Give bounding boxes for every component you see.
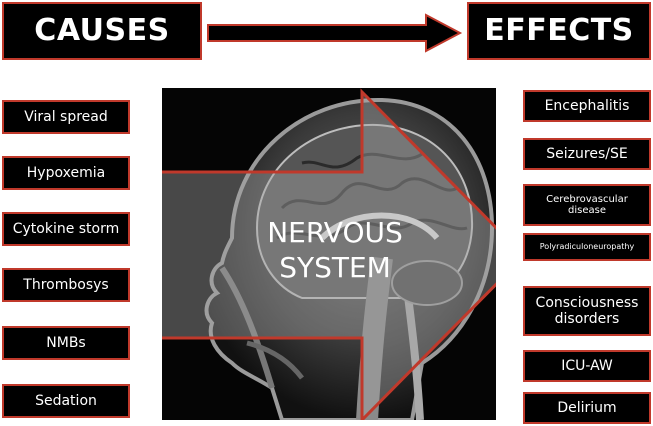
effect-label: ICU-AW: [561, 357, 613, 374]
cause-box: Hypoxemia: [2, 156, 130, 190]
effect-box: Cerebrovascular disease: [523, 184, 651, 226]
effect-label: Delirium: [557, 399, 617, 416]
cause-box: Viral spread: [2, 100, 130, 134]
cause-box: Thrombosys: [2, 268, 130, 302]
cause-label: Hypoxemia: [26, 164, 106, 181]
effect-box: Encephalitis: [523, 90, 651, 122]
cause-label: Cytokine storm: [12, 220, 120, 237]
effect-label: Encephalitis: [544, 97, 630, 114]
nervous-system-arrow: [162, 88, 496, 420]
effect-label: Cerebrovascular disease: [546, 193, 628, 217]
effect-label: Polyradiculoneuropathy: [539, 242, 635, 252]
cause-box: Sedation: [2, 384, 130, 418]
cause-label: NMBs: [46, 334, 86, 351]
cause-box: NMBs: [2, 326, 130, 360]
center-label-line1: NERVOUS: [267, 216, 403, 249]
causes-header-label: CAUSES: [34, 12, 170, 48]
effect-box: Consciousness disorders: [523, 286, 651, 336]
nervous-system-label: NERVOUS SYSTEM: [210, 215, 460, 285]
effect-box: Polyradiculoneuropathy: [523, 233, 651, 261]
effect-box: Delirium: [523, 392, 651, 424]
cause-label: Thrombosys: [23, 276, 109, 293]
effects-header-label: EFFECTS: [484, 12, 634, 48]
cause-box: Cytokine storm: [2, 212, 130, 246]
effect-label: Seizures/SE: [546, 145, 628, 162]
cause-label: Viral spread: [24, 108, 108, 125]
effect-box: Seizures/SE: [523, 138, 651, 170]
center-label-line2: SYSTEM: [279, 251, 391, 284]
effect-label: Consciousness disorders: [535, 294, 639, 327]
effect-box: ICU-AW: [523, 350, 651, 382]
causes-header: CAUSES: [2, 2, 202, 60]
effects-header: EFFECTS: [467, 2, 651, 60]
brain-mri-image: [162, 88, 496, 420]
causes-to-effects-arrow: [207, 13, 463, 53]
cause-label: Sedation: [35, 392, 97, 409]
